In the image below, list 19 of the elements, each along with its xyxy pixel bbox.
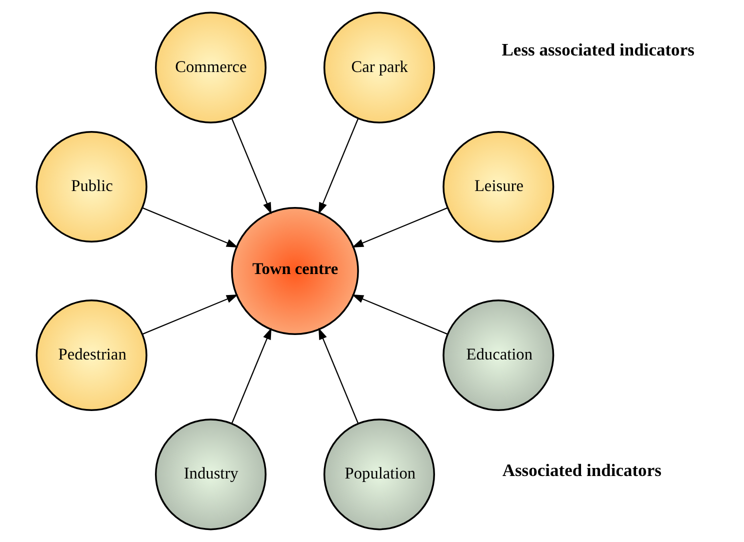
arrow [318, 328, 359, 424]
arrow [318, 118, 359, 214]
label: Less associated indicators [502, 39, 694, 60]
node-circle: Population [323, 418, 436, 530]
node-circle: Leisure [442, 130, 554, 243]
arrow [352, 207, 448, 248]
label: Associated indicators [502, 460, 662, 480]
node-circle: Public [36, 130, 148, 243]
node-circle: Education [442, 299, 554, 412]
node-circle: Commerce [154, 12, 266, 124]
arrow [352, 294, 448, 335]
arrow [231, 118, 272, 214]
arrow [142, 294, 238, 335]
arrow [231, 328, 272, 424]
node-circle: Industry [154, 418, 266, 530]
node-circle: Pedestrian [36, 299, 148, 412]
node-circle: Town centre [231, 207, 359, 335]
arrow [142, 207, 238, 248]
node-circle: Car park [323, 12, 436, 124]
